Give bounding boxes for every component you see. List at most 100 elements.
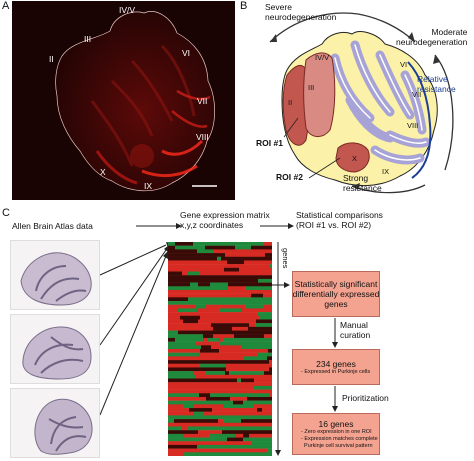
heatmap-cell — [256, 319, 272, 324]
heatmap-cell — [256, 242, 264, 246]
heatmap-cell — [235, 264, 262, 269]
heatmap-cell — [168, 441, 178, 446]
heatmap-cell — [224, 404, 254, 409]
allen-slice-1 — [10, 240, 100, 310]
heatmap-cell — [229, 249, 251, 254]
heatmap-cell — [257, 330, 272, 335]
heatmap-cell — [185, 378, 206, 383]
heatmap-cell — [235, 245, 251, 250]
heatmap-cell — [266, 286, 272, 291]
heatmap-cell — [223, 337, 242, 342]
heatmap-cell — [253, 345, 272, 350]
heatmap-cell — [269, 389, 272, 394]
heatmap-cell — [248, 326, 272, 331]
heatmap-cell — [264, 334, 272, 339]
heatmap-cell — [199, 260, 227, 265]
heatmap-cell — [168, 378, 174, 383]
heatmap-cell — [178, 441, 189, 446]
heatmap-cell — [219, 341, 232, 346]
heatmap-cell — [225, 308, 241, 313]
heatmap-cell — [220, 452, 240, 457]
heatmap-cell — [251, 245, 264, 250]
heatmap-cell — [259, 337, 272, 342]
heatmap-cell — [251, 415, 272, 420]
heatmap-cell — [168, 256, 196, 261]
schematic-drawing — [269, 12, 454, 194]
heatmap-cell — [249, 393, 259, 398]
heatmap-cell — [240, 293, 251, 298]
heatmap-cell — [254, 363, 272, 368]
heatmap-cell — [188, 345, 201, 350]
heatmap-cell — [168, 349, 181, 353]
heatmap-cell — [258, 352, 266, 357]
heatmap-cell — [168, 293, 198, 298]
heatmap-cell — [262, 400, 272, 405]
heatmap-cell — [267, 382, 272, 387]
panel-a-letter: A — [2, 0, 10, 12]
heatmap-cell — [189, 334, 203, 339]
heatmap-cell — [181, 253, 198, 257]
heatmap-cell — [168, 267, 181, 272]
heatmap-cell — [185, 448, 212, 453]
heatmap-cell — [168, 352, 185, 357]
heatmap-cell — [210, 289, 221, 294]
heatmap-cell — [268, 444, 272, 449]
heatmap-cell — [201, 360, 230, 364]
heatmap-cell — [222, 444, 241, 449]
genes-label: genes — [281, 248, 290, 269]
heatmap-cell — [183, 319, 198, 324]
heatmap-cell — [175, 337, 203, 342]
heatmap-cell — [264, 304, 272, 309]
heatmap-cell — [262, 264, 270, 269]
heatmap-cell — [267, 433, 271, 438]
heatmap-cell — [271, 433, 272, 438]
heatmap-cell — [255, 289, 272, 294]
heatmap-cell — [175, 452, 184, 457]
heatmap-cell — [189, 323, 205, 328]
heatmap-cell — [213, 334, 234, 339]
roi2-region-x — [335, 142, 370, 173]
heatmap-cell — [270, 264, 272, 269]
heatmap-cell — [227, 437, 243, 442]
heatmap-cell — [251, 293, 263, 298]
heatmap-cell — [255, 337, 259, 342]
heatmap-cell — [218, 352, 235, 357]
heatmap-cell — [168, 371, 193, 376]
heatmap-cell — [247, 308, 263, 313]
box-234-genes: 234 genes - Expressed in Purkinje cells — [292, 349, 380, 385]
heatmap-cell — [206, 396, 230, 401]
heatmap-cell — [168, 422, 192, 427]
heatmap-cell — [211, 345, 241, 350]
heatmap-cell — [203, 382, 227, 387]
heatmap-cell — [231, 264, 235, 269]
box2-note: - Expressed in Purkinje cells — [301, 368, 371, 375]
heatmap-cell — [264, 426, 272, 431]
heatmap-cell — [259, 433, 267, 438]
box1-text: Statistically significant differentially… — [292, 279, 380, 309]
heatmap-cell — [168, 301, 189, 305]
heatmap-cell — [218, 419, 223, 423]
heatmap-cell — [182, 271, 188, 276]
cerebellum-fluorescence — [55, 11, 217, 192]
heatmap-cell — [261, 389, 265, 394]
roi1-region-iii — [303, 52, 336, 137]
heatmap-cell — [205, 323, 211, 328]
heatmap-cell — [199, 352, 210, 357]
heatmap-cell — [208, 419, 218, 423]
heatmap-cell — [231, 256, 254, 261]
heatmap-cell — [246, 242, 256, 246]
severe-arrow — [269, 12, 359, 43]
heatmap-cell — [241, 378, 254, 383]
heatmap-cell — [210, 393, 227, 398]
heatmap-cell — [196, 341, 219, 346]
heatmap-cell — [168, 433, 183, 438]
heatmap-cell — [270, 374, 272, 379]
heatmap-cell — [168, 286, 181, 291]
strong-arrow — [351, 184, 426, 194]
heatmap-cell — [168, 304, 196, 309]
heatmap-cell — [196, 400, 220, 405]
cerebellum-schematic: Severe neurodegeneration Moderate neurod… — [240, 0, 474, 205]
heatmap-cell — [245, 360, 269, 364]
heatmap-cell — [215, 404, 224, 409]
heatmap-cell — [172, 326, 196, 331]
